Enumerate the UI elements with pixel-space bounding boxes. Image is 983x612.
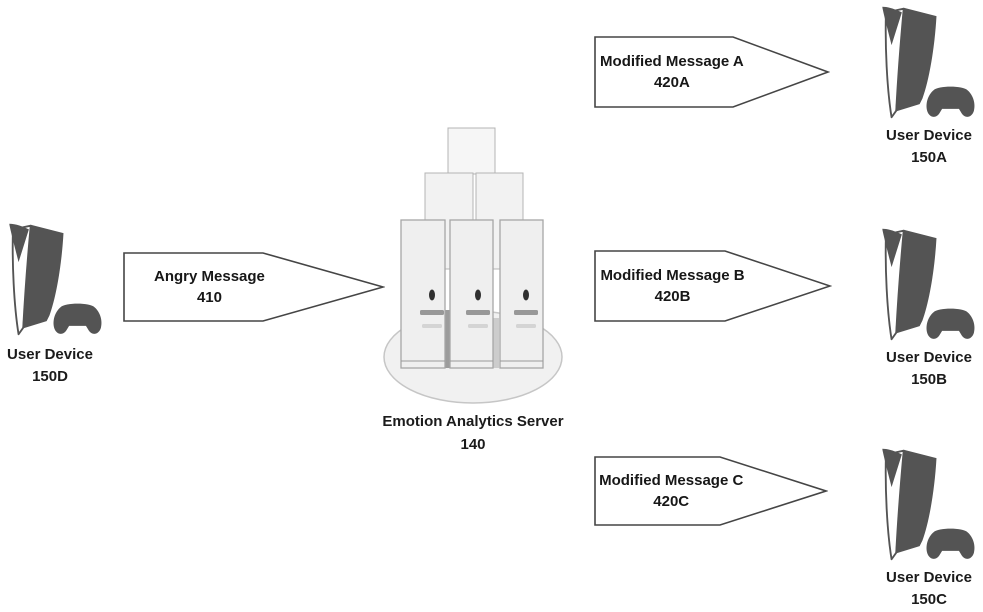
- message-ref: 410: [196, 289, 222, 306]
- device-group-150c: User Device 150C: [869, 567, 983, 611]
- device-ref: 150A: [911, 149, 947, 166]
- device-label: User Device: [886, 349, 972, 366]
- arrow-shape: [594, 456, 828, 526]
- device-group-150b: User Device 150B: [869, 347, 983, 391]
- modified-message-a-arrow: Modified Message A 420A: [594, 36, 830, 108]
- game-console-icon: [8, 221, 104, 338]
- arrow-shape: [594, 250, 832, 322]
- message-label: Modified Message B: [600, 267, 745, 284]
- message-label: Modified Message A: [600, 53, 744, 70]
- device-label: User Device: [7, 346, 93, 363]
- game-console-icon: [881, 4, 977, 121]
- arrow-text: Modified Message C 420C: [594, 456, 748, 526]
- arrow-shape: [594, 36, 830, 108]
- server-ref: 140: [460, 436, 486, 453]
- device-ref: 150B: [911, 371, 947, 388]
- arrow-text: Modified Message A 420A: [594, 36, 750, 108]
- device-ref: 150C: [911, 591, 947, 608]
- device-group-150d: User Device 150D: [0, 344, 110, 388]
- server-icon: [383, 127, 563, 404]
- device-label: User Device: [886, 127, 972, 144]
- arrow-text: Modified Message B 420B: [594, 250, 751, 322]
- arrow-shape: [123, 252, 385, 322]
- modified-message-c-arrow: Modified Message C 420C: [594, 456, 828, 526]
- server-label: Emotion Analytics Server: [382, 413, 564, 430]
- message-ref: 420A: [653, 74, 690, 91]
- server-caption: Emotion Analytics Server 140: [348, 410, 598, 456]
- message-ref: 420B: [654, 288, 691, 305]
- message-ref: 420C: [653, 493, 690, 510]
- device-ref: 150D: [32, 368, 68, 385]
- message-label: Angry Message: [154, 268, 265, 285]
- arrow-text: Angry Message 410: [123, 252, 296, 322]
- game-console-icon: [881, 226, 977, 343]
- game-console-icon: [881, 446, 977, 563]
- device-label: User Device: [886, 569, 972, 586]
- angry-message-arrow: Angry Message 410: [123, 252, 385, 322]
- device-group-150a: User Device 150A: [869, 125, 983, 169]
- message-label: Modified Message C: [599, 472, 744, 489]
- modified-message-b-arrow: Modified Message B 420B: [594, 250, 832, 322]
